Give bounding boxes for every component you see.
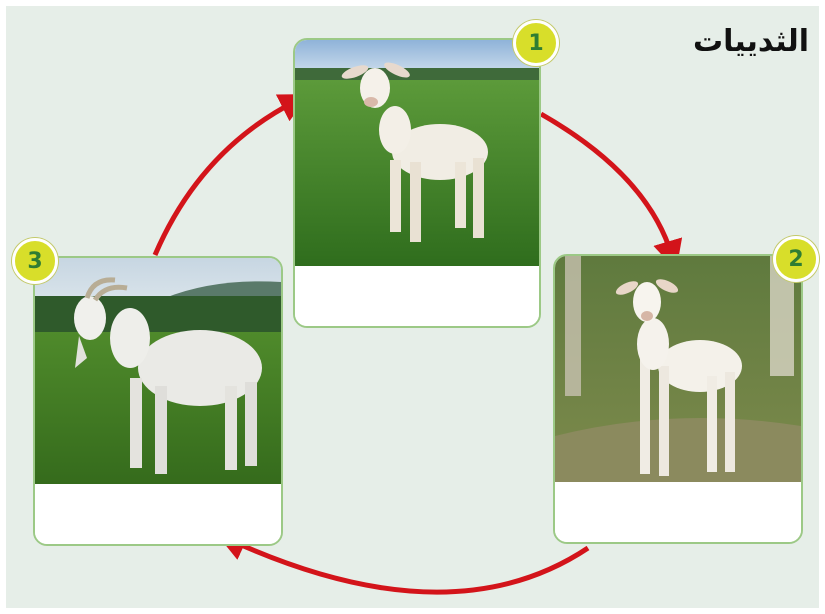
stage-1-badge: 1 (513, 20, 559, 66)
young-goat-photo (555, 256, 801, 482)
stage-2-badge: 2 (773, 236, 819, 282)
stage-1-caption-box (295, 266, 539, 326)
arrow-stage2-to-stage3 (216, 532, 590, 595)
stage-3-caption-box (35, 484, 281, 544)
arrow-stage3-to-stage1 (152, 94, 310, 256)
stage-3-card (33, 256, 283, 546)
adult-goat-photo (35, 258, 281, 484)
arrow-stage1-to-stage2 (539, 111, 683, 271)
stage-3-badge: 3 (12, 238, 58, 284)
stage-2-caption-box (555, 482, 801, 542)
newborn-goat-kid-photo (295, 40, 539, 266)
stage-2-card (553, 254, 803, 544)
stage-1-card (293, 38, 541, 328)
page-title: الثدييات (692, 24, 809, 59)
